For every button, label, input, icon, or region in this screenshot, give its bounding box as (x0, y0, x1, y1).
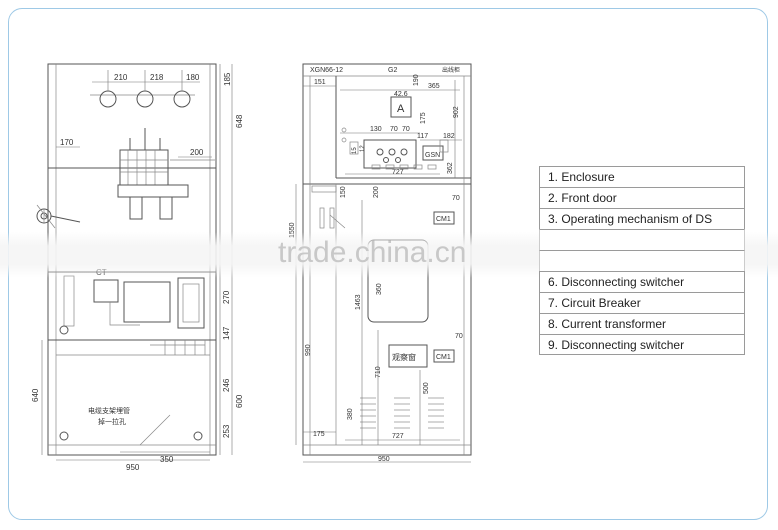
dim-270: 270 (222, 290, 231, 304)
dim-170: 170 (60, 138, 74, 147)
dim-990: 990 (305, 344, 312, 356)
legend-item-3: 3. Operating mechanism of DS (539, 208, 745, 229)
dim-70b: 70 (402, 126, 410, 133)
dim-362: 362 (447, 162, 454, 174)
watermark-text: trade.china.cn (278, 236, 467, 269)
breaker-ct-area (63, 275, 206, 355)
dim-950: 950 (126, 463, 140, 472)
dim-218: 218 (150, 73, 164, 82)
dim-727-bottom: 727 (392, 433, 404, 440)
dim-70c: 70 (452, 195, 460, 202)
dim-246: 246 (222, 378, 231, 392)
dim-182: 182 (443, 133, 455, 140)
observation-window (388, 344, 428, 368)
dim-210: 210 (114, 73, 128, 82)
legend-item-5 (539, 250, 745, 271)
dim-648: 648 (235, 114, 244, 128)
dim-15: 15 (352, 147, 358, 154)
ammeter-box (390, 96, 412, 118)
dim-117: 117 (417, 133, 428, 140)
legend-table: 1. Enclosure 2. Front door 3. Operating … (539, 166, 745, 355)
dim-70d: 70 (455, 333, 463, 340)
dim-950-right: 950 (378, 456, 390, 463)
window-label: 观察窗 (392, 352, 416, 362)
ventilation-slots (360, 397, 444, 429)
dim-253: 253 (222, 424, 231, 438)
legend-item-9: 9. Disconnecting switcher (539, 334, 745, 355)
busbar-insulators (90, 70, 200, 108)
model-label: XGN66-12 (310, 67, 343, 74)
dim-365: 365 (428, 83, 440, 90)
legend-item-8: 8. Current transformer (539, 313, 745, 334)
legend-item-4 (539, 229, 745, 250)
dim-42-6: 42.6 (394, 91, 408, 98)
dim-640: 640 (31, 388, 40, 402)
cm1-box-b (433, 349, 455, 363)
code-label: G2 (388, 67, 397, 74)
dim-150: 150 (340, 186, 347, 198)
cm1-label-b: CM1 (436, 354, 451, 361)
dim-360: 360 (376, 283, 383, 295)
dim-175-top: 175 (420, 112, 427, 124)
cm1-label-a: CM1 (436, 216, 451, 223)
dim-12: 12 (360, 145, 366, 152)
legend-item-7: 7. Circuit Breaker (539, 292, 745, 313)
dim-1463: 1463 (355, 294, 362, 310)
dim-200: 200 (190, 148, 204, 157)
dim-380: 380 (347, 408, 354, 420)
dim-710: 710 (375, 366, 382, 378)
dim-727-top: 727 (392, 169, 404, 176)
dim-180: 180 (186, 73, 200, 82)
meter-label: A (397, 103, 405, 115)
operating-handle (36, 204, 81, 229)
dim-190: 190 (413, 74, 420, 86)
dim-500: 500 (423, 382, 430, 394)
legend-item-6: 6. Disconnecting switcher (539, 271, 745, 292)
legend-item-1: 1. Enclosure (539, 166, 745, 187)
legend-item-2: 2. Front door (539, 187, 745, 208)
dim-350: 350 (160, 455, 174, 464)
dim-70a: 70 (390, 126, 398, 133)
control-panel (341, 127, 449, 170)
dim-600: 600 (235, 394, 244, 408)
dim-151: 151 (314, 79, 326, 86)
disconnector-assembly (117, 128, 215, 220)
cm1-box-a (433, 211, 455, 225)
dim-1550: 1550 (289, 222, 296, 238)
dim-175-bottom: 175 (313, 431, 325, 438)
dim-902: 902 (453, 106, 460, 118)
corner-label: 出线柜 (442, 66, 460, 74)
note-line1: 电缆支架埋管 (88, 406, 130, 415)
dim-185: 185 (223, 72, 232, 86)
dim-200: 200 (373, 186, 380, 198)
dim-130: 130 (370, 126, 382, 133)
note-line2: 掉一拉孔 (98, 417, 126, 426)
gsn-label: GSN (425, 152, 440, 159)
dim-147: 147 (222, 326, 231, 340)
